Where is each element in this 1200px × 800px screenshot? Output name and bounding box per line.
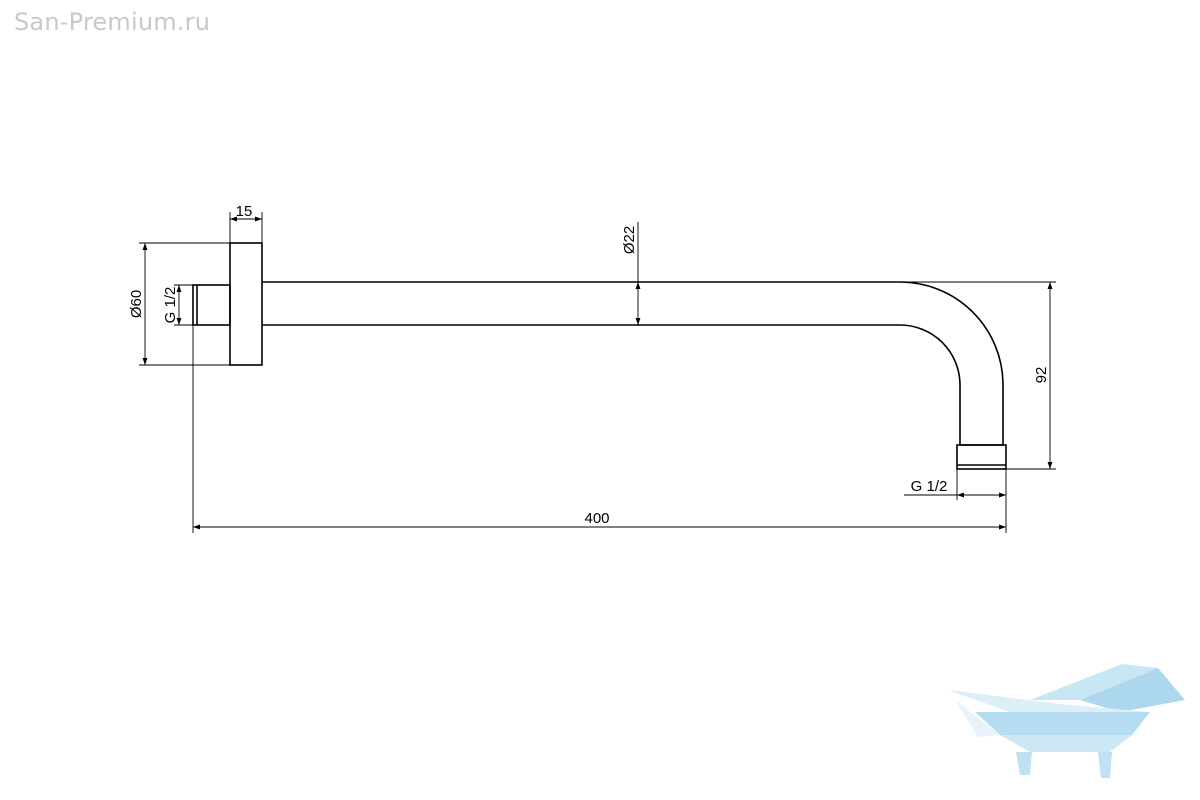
overall-length-label: 400 [584,510,609,527]
pipe-inner-edge [262,324,961,445]
bathtub-logo-icon [948,664,1185,778]
dim-overall-length: 400 [192,325,1007,533]
dim-flange-thickness: 15 [229,203,263,243]
wall-flange [229,242,263,366]
flange-diameter-label: Ø60 [128,290,145,318]
shower-arm-part [192,242,1007,470]
dim-flange-diameter: Ø60 [128,242,230,366]
dim-pipe-diameter: Ø22 [621,222,641,325]
inlet-nipple [192,284,231,326]
outlet-thread-label: G 1/2 [911,478,948,495]
drop-height-label: 92 [1033,367,1050,384]
outlet-nipple [956,444,1007,470]
pipe-diameter-label: Ø22 [621,226,638,254]
flange-thickness-label: 15 [236,203,253,220]
inlet-thread-label: G 1/2 [162,287,179,324]
dim-drop-height: 92 [905,281,1056,470]
dim-outlet-thread: G 1/2 [904,469,1007,500]
pipe-outer-edge [262,281,1004,445]
dim-inlet-thread: G 1/2 [162,284,193,326]
site-watermark: San-Premium.ru [14,8,211,36]
